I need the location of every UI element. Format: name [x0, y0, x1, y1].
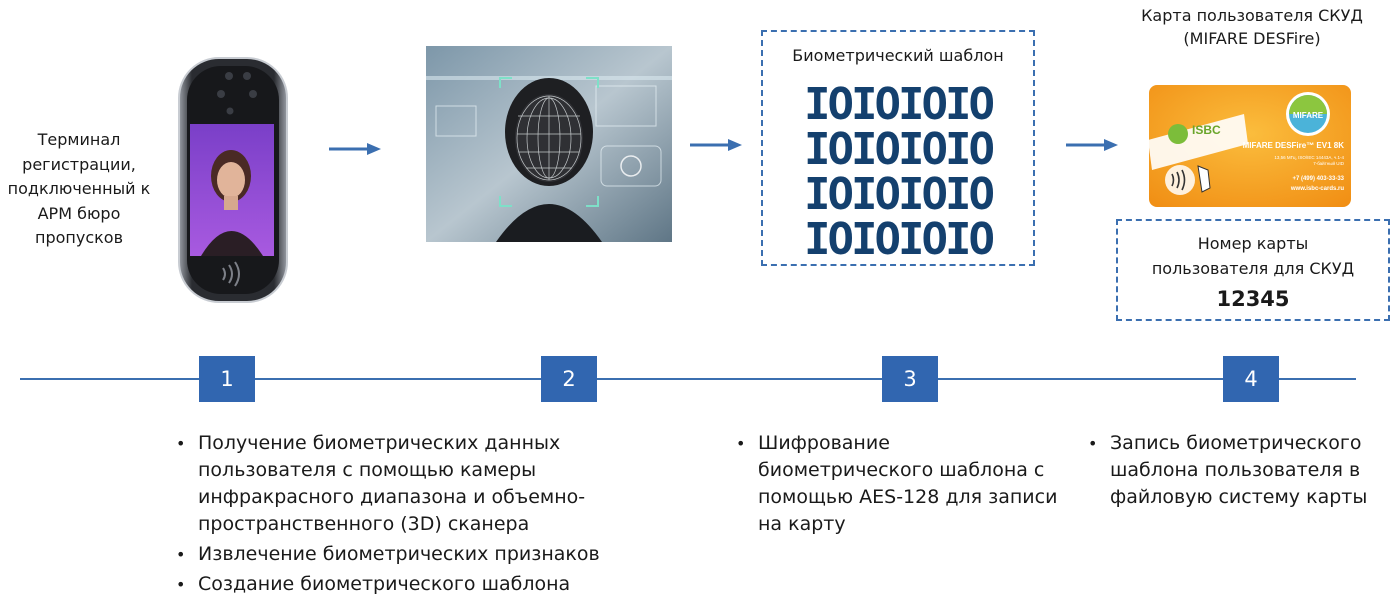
mifare-card-image: ISBC MIFARE MIFARE DESFire™ EV1 8K 13,56… — [1148, 84, 1352, 208]
binary-code: IOIOIOIO IOIOIOIO IOIOIOIO IOIOIOIO — [763, 82, 1033, 262]
step-3-badge: 3 — [882, 356, 938, 402]
arrow-right-icon — [329, 142, 381, 156]
step-2-badge: 2 — [541, 356, 597, 402]
template-title: Биометрический шаблон — [763, 46, 1033, 65]
card-product: MIFARE DESFire™ EV1 8K — [1243, 141, 1345, 150]
card-site: www.isbc-cards.ru — [1290, 186, 1344, 192]
caption-line: АРМ бюро — [0, 202, 158, 227]
card-number-label-line: Номер карты — [1118, 231, 1388, 256]
caption-line: подключенный к — [0, 177, 158, 202]
binary-row: IOIOIOIO — [763, 217, 1033, 262]
list-item: Создание биометрического шаблона — [176, 571, 646, 598]
step-1-badge: 1 — [199, 356, 255, 402]
card-number-label-line: пользователя для СКУД — [1118, 256, 1388, 281]
card-spec: 7-байтный UID — [1313, 160, 1345, 166]
caption-line: регистрации, — [0, 153, 158, 178]
card-number-box: Номер карты пользователя для СКУД 12345 — [1116, 219, 1390, 321]
card-phone: +7 (499) 403-33-33 — [1292, 176, 1344, 182]
list-item: Запись биометрического шаблона пользоват… — [1088, 430, 1394, 511]
card-brand: ISBC — [1192, 123, 1221, 137]
list-item: Извлечение биометрических признаков — [176, 541, 646, 568]
card-number-label: Номер карты пользователя для СКУД — [1118, 231, 1388, 281]
card-title: Карта пользователя СКУД (MIFARE DESFire) — [1110, 4, 1394, 50]
card-spec: 13,56 МГц, ISO/IEC 14443A, ч.1-4 — [1274, 155, 1344, 160]
card-title-line: Карта пользователя СКУД — [1110, 4, 1394, 27]
binary-row: IOIOIOIO — [763, 82, 1033, 127]
step-3-list: Шифрование биометрического шаблона с пом… — [736, 430, 1066, 541]
step-4-badge: 4 — [1223, 356, 1279, 402]
list-item: Шифрование биометрического шаблона с пом… — [736, 430, 1066, 538]
list-item: Получение биометрических данных пользова… — [176, 430, 646, 538]
arrow-right-icon — [690, 138, 742, 152]
card-number-value: 12345 — [1118, 287, 1388, 311]
caption-line: Терминал — [0, 128, 158, 153]
mifare-logo: MIFARE — [1293, 111, 1324, 120]
biometric-template-box: Биометрический шаблон IOIOIOIO IOIOIOIO … — [761, 30, 1035, 266]
face-scan-image — [426, 46, 672, 242]
binary-row: IOIOIOIO — [763, 127, 1033, 172]
arrow-right-icon — [1066, 138, 1118, 152]
contactless-icon — [1165, 165, 1210, 195]
card-title-line: (MIFARE DESFire) — [1110, 27, 1394, 50]
terminal-caption: Терминал регистрации, подключенный к АРМ… — [0, 128, 158, 251]
binary-row: IOIOIOIO — [763, 172, 1033, 217]
caption-line: пропусков — [0, 226, 158, 251]
step-4-list: Запись биометрического шаблона пользоват… — [1088, 430, 1394, 514]
step-1-list: Получение биометрических данных пользова… — [176, 430, 646, 601]
registration-terminal-image — [177, 56, 289, 304]
